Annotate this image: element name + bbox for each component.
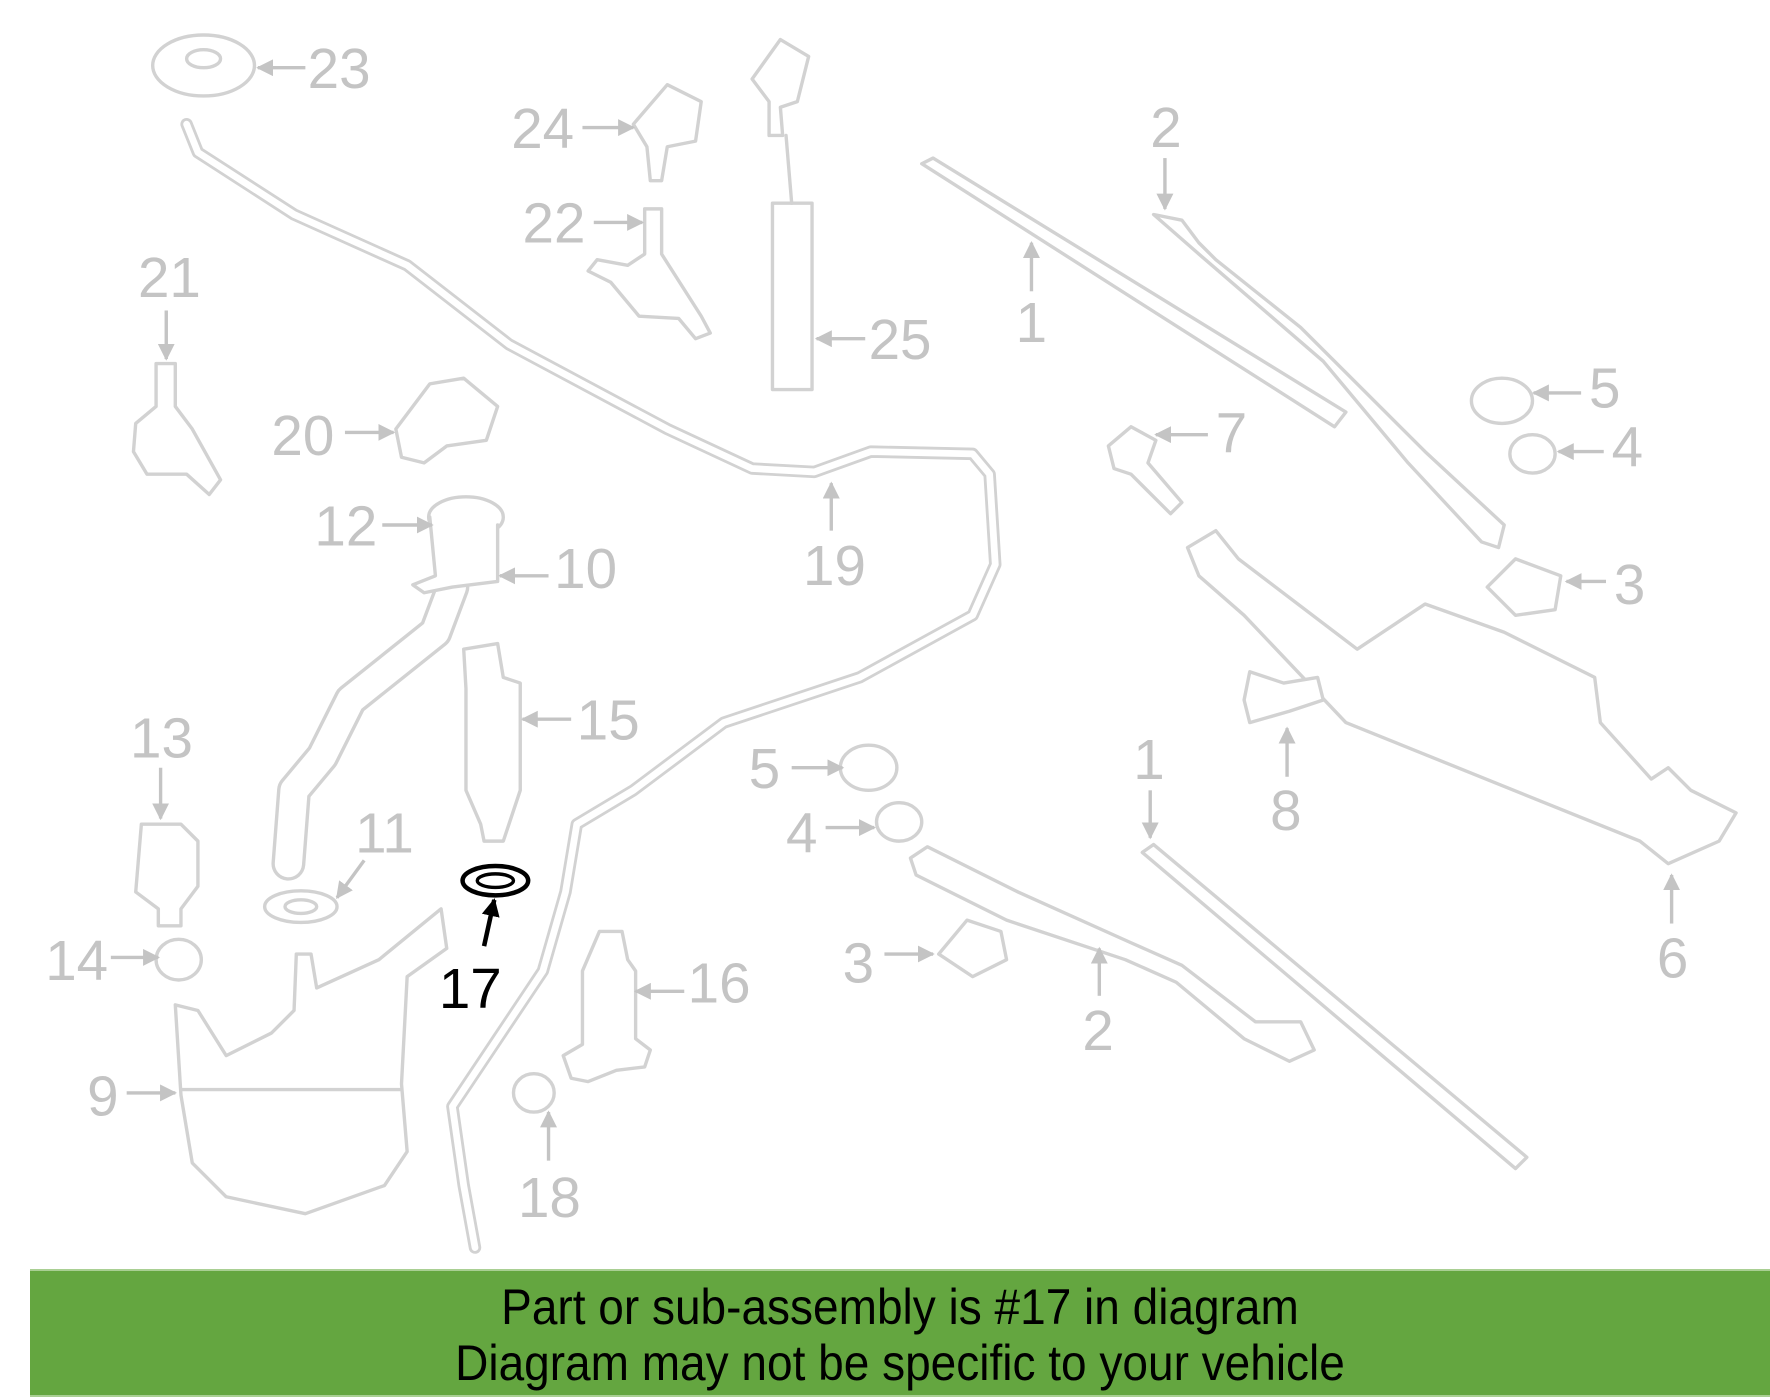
callout-9: 9: [87, 1065, 118, 1128]
wiper-blade-1-mid: [1140, 842, 1529, 1171]
seal-17-highlighted: [460, 863, 531, 898]
callout-21: 21: [138, 246, 201, 309]
callout-13: 13: [130, 707, 193, 770]
callout-10: 10: [554, 537, 617, 600]
wiper-blade-1-top: [920, 156, 1348, 429]
sensor-13: [134, 822, 200, 928]
bracket-8: [1242, 670, 1325, 725]
callout-3-mid: 3: [843, 931, 874, 994]
cap-3-right: [1485, 557, 1563, 618]
callout-labels: 23 24 22 21 25 2 1 5 4 7 20 19 12 10 3 1…: [45, 37, 1688, 1229]
callout-15: 15: [577, 689, 640, 752]
callout-18: 18: [518, 1166, 581, 1229]
banner-disclaimer-line: Diagram may not be specific to your vehi…: [455, 1335, 1345, 1391]
callout-arrows: [110, 59, 1681, 1161]
cap-3-mid: [937, 918, 1009, 979]
callout-5-mid: 5: [749, 737, 780, 800]
pump-16: [561, 929, 653, 1084]
washer-5-top: [1469, 376, 1535, 426]
callout-19: 19: [803, 534, 866, 597]
wiper-arm-2-top: [1151, 212, 1506, 550]
callout-24: 24: [511, 97, 574, 160]
callout-1-top: 1: [1016, 291, 1047, 354]
callout-17-highlighted: 17: [439, 957, 502, 1020]
reservoir-9: [173, 907, 449, 1216]
washer-5-mid: [838, 743, 899, 793]
callout-23: 23: [308, 37, 371, 100]
filler-neck-10: [271, 570, 470, 881]
nut-4-mid: [874, 801, 924, 843]
elbow-21: [131, 361, 223, 497]
sensor-15: [462, 641, 522, 843]
info-banner: Part or sub-assembly is #17 in diagram D…: [30, 1269, 1770, 1397]
bolt-7: [1106, 425, 1184, 516]
nut-4-top: [1508, 432, 1557, 475]
banner-part-line: Part or sub-assembly is #17 in diagram: [501, 1279, 1299, 1335]
wiper-linkage-6: [1185, 528, 1738, 866]
valve-22: [586, 207, 712, 341]
callout-14: 14: [45, 929, 108, 992]
callout-8: 8: [1270, 779, 1301, 842]
callout-3-right: 3: [1614, 553, 1645, 616]
grommet-14: [154, 937, 204, 982]
callout-4-mid: 4: [786, 801, 817, 864]
clip-20: [394, 376, 500, 465]
nozzle-jet-top: [750, 37, 811, 138]
callout-6: 6: [1657, 927, 1688, 990]
callout-11: 11: [355, 801, 414, 864]
callout-22: 22: [523, 192, 586, 255]
filler-body-10: [411, 515, 500, 595]
callout-1-mid: 1: [1133, 728, 1164, 791]
callout-4-top: 4: [1612, 415, 1643, 478]
callout-2-top: 2: [1150, 96, 1181, 159]
grommet-18: [511, 1072, 556, 1114]
connector-25: [770, 201, 814, 392]
callout-25: 25: [869, 308, 932, 371]
callout-20: 20: [271, 404, 334, 467]
callout-2-mid: 2: [1082, 999, 1113, 1062]
callout-12: 12: [314, 494, 377, 557]
nozzle-24: [631, 82, 703, 183]
wiper-arm-2-mid: [908, 845, 1316, 1063]
callout-16: 16: [688, 952, 751, 1015]
callout-7: 7: [1216, 402, 1247, 465]
hose-19: [180, 117, 1002, 1254]
callout-5-top: 5: [1589, 357, 1620, 420]
